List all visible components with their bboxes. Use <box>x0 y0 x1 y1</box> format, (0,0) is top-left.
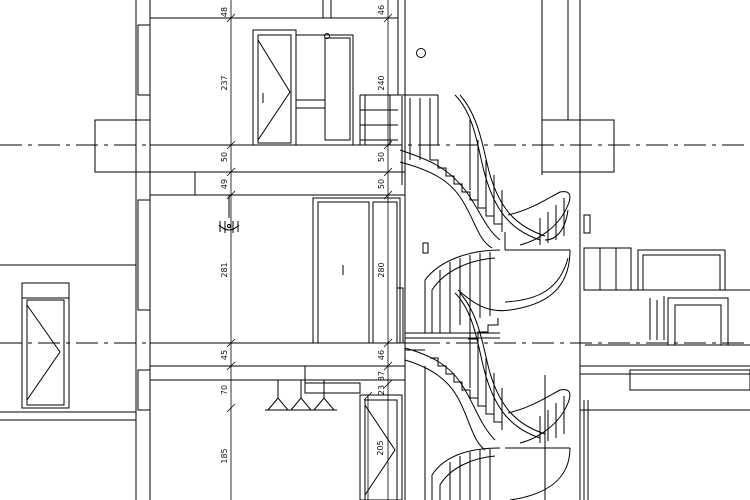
level-lines <box>0 144 750 344</box>
dim-right-5: 280 <box>377 262 386 277</box>
middle-floor-room <box>137 195 401 344</box>
dim-left-3: 50 <box>220 152 229 162</box>
spiral-staircase <box>359 94 571 500</box>
left-wing <box>0 264 136 421</box>
dim-left-8: 185 <box>220 448 229 463</box>
dim-right-2: 240 <box>377 75 386 90</box>
dim-right-1: 46 <box>377 5 386 15</box>
dimension-labels-left: 48 237 50 49 281 45 70 185 <box>220 7 229 464</box>
dim-left-6: 45 <box>220 350 229 360</box>
dim-left-7: 70 <box>220 385 229 395</box>
dim-right-4: 50 <box>377 179 386 189</box>
right-building <box>583 214 729 500</box>
pendant-lamps-icon <box>265 380 337 411</box>
dim-right-6: 46 <box>377 350 386 360</box>
dim-left-5: 281 <box>220 262 229 277</box>
dim-right-7: 37 <box>377 371 386 381</box>
dim-right-3: 50 <box>377 152 386 162</box>
chandelier-icon <box>218 195 240 233</box>
dim-door-height: 205 <box>376 440 385 455</box>
dim-left-1: 48 <box>220 7 229 17</box>
dimension-ticks-right <box>383 13 393 389</box>
dimension-lines <box>226 0 393 500</box>
lower-floor-room <box>137 366 403 500</box>
floor-slabs <box>94 17 750 411</box>
upper-door <box>252 29 297 146</box>
upper-floor-room <box>137 24 426 146</box>
dim-left-2: 237 <box>220 75 229 90</box>
left-wing-door <box>21 282 70 409</box>
ceiling-fixture <box>416 48 426 58</box>
dimension-ticks-left <box>226 13 236 413</box>
lower-door <box>359 394 403 500</box>
dim-right-8: 23 <box>377 385 386 395</box>
dim-left-4: 49 <box>220 179 229 189</box>
dimension-labels-right: 46 240 50 50 280 46 37 23 205 <box>376 5 386 456</box>
middle-door <box>312 197 401 344</box>
